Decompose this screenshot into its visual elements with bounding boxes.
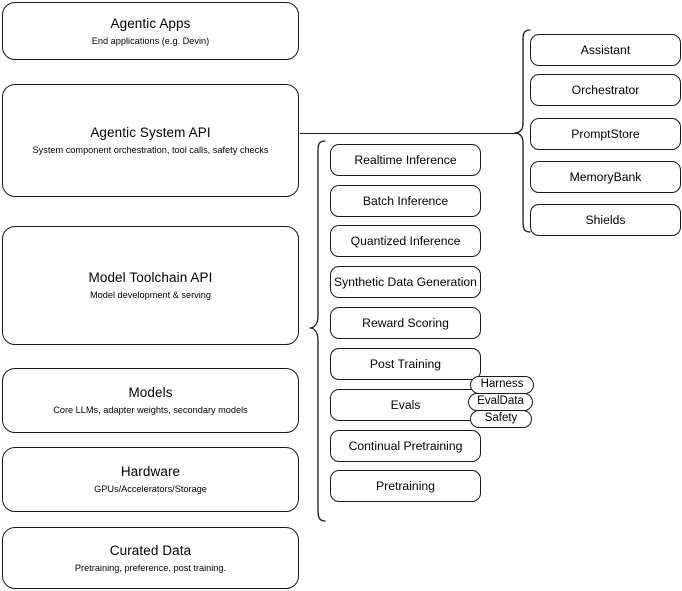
layer-box-hardware[interactable]: Hardware GPUs/Accelerators/Storage	[2, 447, 299, 512]
pill-label: Quantized Inference	[350, 234, 461, 248]
toolchain-pill-quantized-inference[interactable]: Quantized Inference	[330, 225, 481, 257]
pill-label: Realtime Inference	[354, 153, 457, 167]
layer-box-agentic-apps[interactable]: Agentic Apps End applications (e.g. Devi…	[2, 2, 299, 60]
pill-label: Reward Scoring	[362, 316, 449, 330]
toolchain-pill-evals[interactable]: Evals	[330, 389, 481, 421]
component-label: Orchestrator	[571, 83, 640, 97]
eval-badge-harness[interactable]: Harness	[470, 376, 534, 394]
component-label: Assistant	[580, 43, 631, 57]
component-label: Shields	[585, 213, 626, 227]
eval-badge-label: Harness	[480, 378, 524, 391]
layer-subtitle: End applications (e.g. Devin)	[91, 35, 210, 46]
toolchain-pill-realtime-inference[interactable]: Realtime Inference	[330, 144, 481, 176]
system-component-shields[interactable]: Shields	[530, 204, 681, 236]
toolchain-pill-post-training[interactable]: Post Training	[330, 348, 481, 380]
pill-label: Continual Pretraining	[348, 439, 463, 453]
component-label: MemoryBank	[569, 170, 642, 184]
layer-subtitle: Pretraining, preference, post training.	[74, 562, 227, 573]
eval-badge-label: Safety	[484, 412, 518, 425]
pill-label: Pretraining	[376, 479, 435, 493]
pill-label: Batch Inference	[362, 194, 449, 208]
system-component-memorybank[interactable]: MemoryBank	[530, 161, 681, 193]
layer-subtitle: System component orchestration, tool cal…	[32, 145, 269, 155]
toolchain-pill-synthetic-data-generation[interactable]: Synthetic Data Generation	[330, 266, 481, 298]
pill-label: Post Training	[369, 357, 442, 371]
eval-badge-safety[interactable]: Safety	[470, 410, 532, 428]
toolchain-pill-reward-scoring[interactable]: Reward Scoring	[330, 307, 481, 339]
eval-badge-evaldata[interactable]: EvalData	[468, 393, 533, 411]
layer-title: Agentic System API	[90, 125, 211, 140]
system-component-orchestrator[interactable]: Orchestrator	[530, 74, 681, 106]
layer-box-models[interactable]: Models Core LLMs, adapter weights, secon…	[2, 368, 299, 433]
layer-box-curated-data[interactable]: Curated Data Pretraining, preference, po…	[2, 527, 299, 589]
pill-label: Evals	[390, 398, 421, 412]
layer-title: Models	[128, 385, 173, 400]
system-component-promptstore[interactable]: PromptStore	[530, 118, 681, 150]
layer-title: Agentic Apps	[110, 15, 191, 31]
layer-title: Hardware	[120, 464, 181, 479]
toolchain-pill-batch-inference[interactable]: Batch Inference	[330, 185, 481, 217]
system-component-assistant[interactable]: Assistant	[530, 34, 681, 66]
eval-badge-label: EvalData	[477, 395, 524, 408]
toolchain-pill-pretraining[interactable]: Pretraining	[330, 470, 481, 502]
layer-title: Curated Data	[109, 542, 192, 558]
layer-title: Model Toolchain API	[88, 270, 213, 285]
brace-toolchain-capabilities	[300, 138, 326, 524]
layer-box-model-toolchain-api[interactable]: Model Toolchain API Model development & …	[2, 226, 299, 345]
pill-label: Synthetic Data Generation	[334, 275, 477, 289]
layer-subtitle: Core LLMs, adapter weights, secondary mo…	[53, 405, 248, 415]
toolchain-pill-continual-pretraining[interactable]: Continual Pretraining	[330, 430, 481, 462]
layer-subtitle: Model development & serving	[89, 290, 212, 300]
component-label: PromptStore	[571, 127, 640, 141]
layer-box-agentic-system-api[interactable]: Agentic System API System component orch…	[2, 84, 299, 197]
connector-line-system-api-to-components	[300, 133, 517, 134]
layer-subtitle: GPUs/Accelerators/Storage	[94, 484, 207, 494]
